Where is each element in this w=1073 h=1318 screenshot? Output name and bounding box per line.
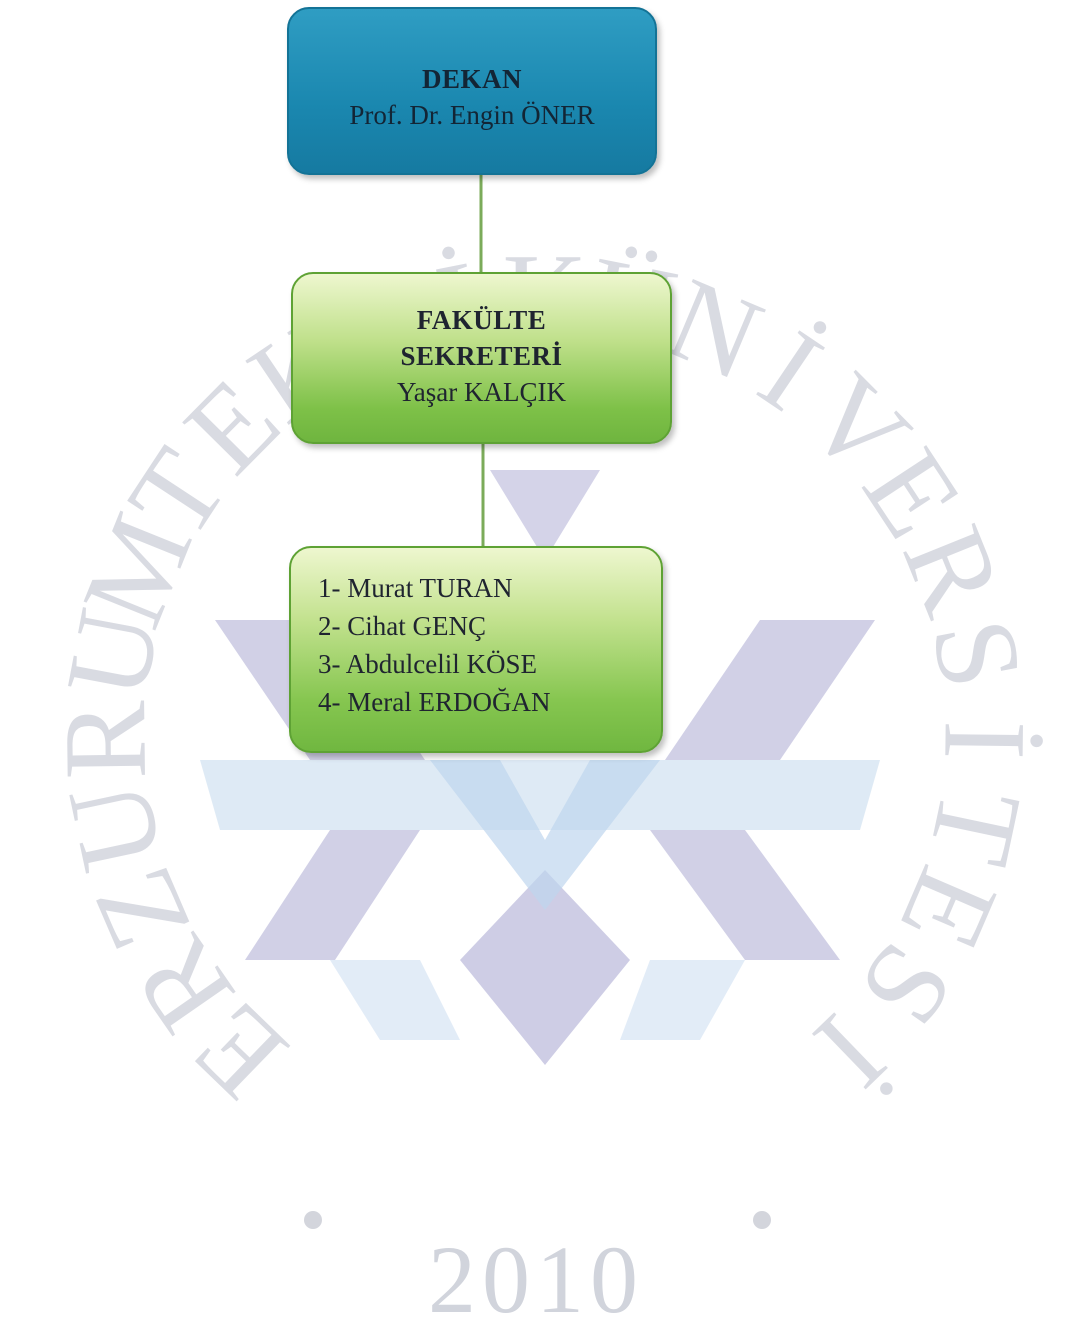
- seal-dot-right: [753, 1211, 771, 1229]
- seal-letter: R: [39, 700, 171, 781]
- seal-year: 2010: [428, 1226, 644, 1318]
- staff-number: 3-: [318, 649, 341, 679]
- staff-item: 1- Murat TURAN: [318, 569, 661, 607]
- node-dekan: DEKAN Prof. Dr. Engin ÖNER: [287, 7, 657, 175]
- staff-name: Abdulcelil KÖSE: [345, 649, 537, 679]
- sekreter-title-line1: FAKÜLTE: [416, 305, 547, 335]
- seal-dot-left: [304, 1211, 322, 1229]
- staff-number: 4-: [318, 687, 341, 717]
- staff-number: 1-: [318, 573, 341, 603]
- staff-name: Murat TURAN: [347, 573, 513, 603]
- staff-item: 3- Abdulcelil KÖSE: [318, 645, 661, 683]
- staff-item: 4- Meral ERDOĞAN: [318, 683, 661, 721]
- sekreter-title-line2: SEKRETERİ: [400, 341, 563, 371]
- staff-name: Cihat GENÇ: [347, 611, 486, 641]
- sekreter-name: Yaşar KALÇIK: [396, 377, 566, 407]
- staff-number: 2-: [318, 611, 341, 641]
- seal-letter: İ: [919, 720, 1050, 761]
- staff-name: Meral ERDOĞAN: [347, 687, 551, 717]
- dekan-title: DEKAN: [421, 64, 522, 94]
- node-staff-list: 1- Murat TURAN 2- Cihat GENÇ 3- Abdulcel…: [289, 546, 663, 753]
- staff-item: 2- Cihat GENÇ: [318, 607, 661, 645]
- node-fakulte-sekreteri: FAKÜLTE SEKRETERİ Yaşar KALÇIK: [291, 272, 672, 444]
- dekan-name: Prof. Dr. Engin ÖNER: [349, 100, 595, 130]
